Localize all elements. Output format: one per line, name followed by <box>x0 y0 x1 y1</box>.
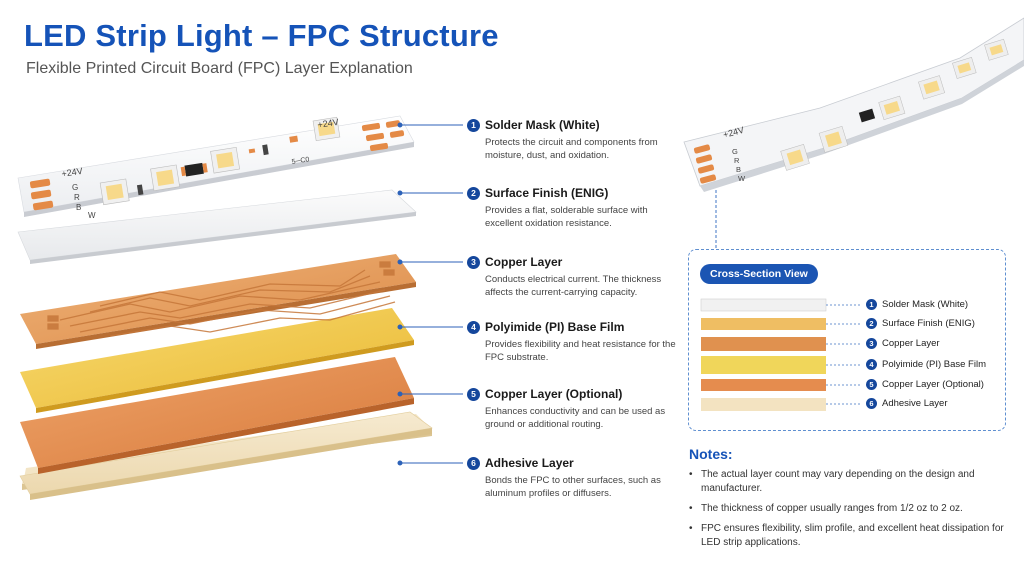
badge-2: 2 <box>467 186 480 200</box>
layer-4-name: Polyimide (PI) Base Film <box>485 320 625 334</box>
page-title: LED Strip Light – FPC Structure <box>24 18 499 53</box>
layer-polyimide-edge <box>36 340 414 413</box>
layer-surface-finish-edge <box>30 212 416 264</box>
cs-label-5-text: Copper Layer (Optional) <box>882 379 984 390</box>
strip-voltage-right: +24V <box>317 117 340 130</box>
strip-pin-w: W <box>88 211 96 220</box>
layer-1-description: 1 Solder Mask (White) Protects the circui… <box>467 118 682 162</box>
layer-5-description: 5 Copper Layer (Optional) Enhances conduc… <box>467 387 682 431</box>
strip-code: 5─C0 <box>291 156 310 166</box>
badge-5: 5 <box>467 387 480 401</box>
layer-copper-optional-surface <box>20 357 414 468</box>
layer-adhesive-edge <box>30 428 432 500</box>
cs-label-2: 2 Surface Finish (ENIG) <box>866 318 975 329</box>
layer-solder-mask-strip: +24V +24V G R B W 5─C0 <box>17 115 415 220</box>
strip-pin-g: G <box>72 183 78 192</box>
cs-badge-2: 2 <box>866 318 877 329</box>
layer-4-text: Provides flexibility and heat resistance… <box>485 339 676 363</box>
badge-4: 4 <box>467 320 480 334</box>
notes-list: The actual layer count may vary dependin… <box>689 468 1009 556</box>
layer-2-name: Surface Finish (ENIG) <box>485 186 609 200</box>
badge-6: 6 <box>467 456 480 470</box>
photo-pin-g: G <box>732 147 738 156</box>
layer-6-text: Bonds the FPC to other surfaces, such as… <box>485 475 661 499</box>
cs-badge-3: 3 <box>866 338 877 349</box>
notes-title: Notes: <box>689 446 733 462</box>
layer-3-name: Copper Layer <box>485 255 563 269</box>
leader-lines <box>397 122 463 466</box>
note-item: FPC ensures flexibility, slim profile, a… <box>689 522 1009 550</box>
layer-3-description: 3 Copper Layer Conducts electrical curren… <box>467 255 682 299</box>
strip-pin-b: B <box>76 203 81 212</box>
cs-label-1-text: Solder Mask (White) <box>882 299 969 310</box>
layer-1-text: Protects the circuit and components from… <box>485 137 658 161</box>
cs-label-6-text: Adhesive Layer <box>882 398 948 409</box>
note-item: The actual layer count may vary dependin… <box>689 468 1009 496</box>
cs-label-3: 3 Copper Layer <box>866 338 940 349</box>
layer-4-description: 4 Polyimide (PI) Base Film Provides flexi… <box>467 320 682 364</box>
cs-badge-4: 4 <box>866 359 877 370</box>
layer-3-text: Conducts electrical current. The thickne… <box>485 274 662 298</box>
layer-6-name: Adhesive Layer <box>485 456 574 470</box>
copper-traces <box>47 261 396 337</box>
cs-label-3-text: Copper Layer <box>882 338 940 349</box>
cs-label-4-text: Polyimide (PI) Base Film <box>882 359 986 370</box>
layer-2-text: Provides a flat, solderable surface with… <box>485 205 648 229</box>
layer-1-name: Solder Mask (White) <box>485 118 600 132</box>
photo-pin-b: B <box>736 165 741 174</box>
cs-label-5: 5 Copper Layer (Optional) <box>866 379 984 390</box>
photo-pin-r: R <box>734 156 740 165</box>
layer-5-name: Copper Layer (Optional) <box>485 387 623 401</box>
cs-label-6: 6 Adhesive Layer <box>866 398 947 409</box>
strip-pin-r: R <box>74 193 80 202</box>
photo-pin-w: W <box>738 174 746 183</box>
strip-voltage-left: +24V <box>61 166 84 179</box>
cs-label-1: 1 Solder Mask (White) <box>866 299 968 310</box>
page-subtitle: Flexible Printed Circuit Board (FPC) Lay… <box>26 60 413 77</box>
cs-label-4: 4 Polyimide (PI) Base Film <box>866 359 986 370</box>
badge-1: 1 <box>467 118 480 132</box>
layer-2-description: 2 Surface Finish (ENIG) Provides a flat, … <box>467 186 682 230</box>
layer-5-text: Enhances conductivity and can be used as… <box>485 406 666 430</box>
cs-badge-1: 1 <box>866 299 877 310</box>
note-item: The thickness of copper usually ranges f… <box>689 502 1009 516</box>
layer-polyimide-surface <box>20 308 414 408</box>
cs-badge-5: 5 <box>866 379 877 390</box>
cs-badge-6: 6 <box>866 398 877 409</box>
cs-label-2-text: Surface Finish (ENIG) <box>882 318 975 329</box>
layer-6-description: 6 Adhesive Layer Bonds the FPC to other s… <box>467 456 682 500</box>
cross-section-title: Cross-Section View <box>700 264 818 284</box>
strip-photo: +24V G R B W <box>683 17 1024 192</box>
layer-copper-optional-edge <box>38 398 414 474</box>
badge-3: 3 <box>467 255 480 269</box>
